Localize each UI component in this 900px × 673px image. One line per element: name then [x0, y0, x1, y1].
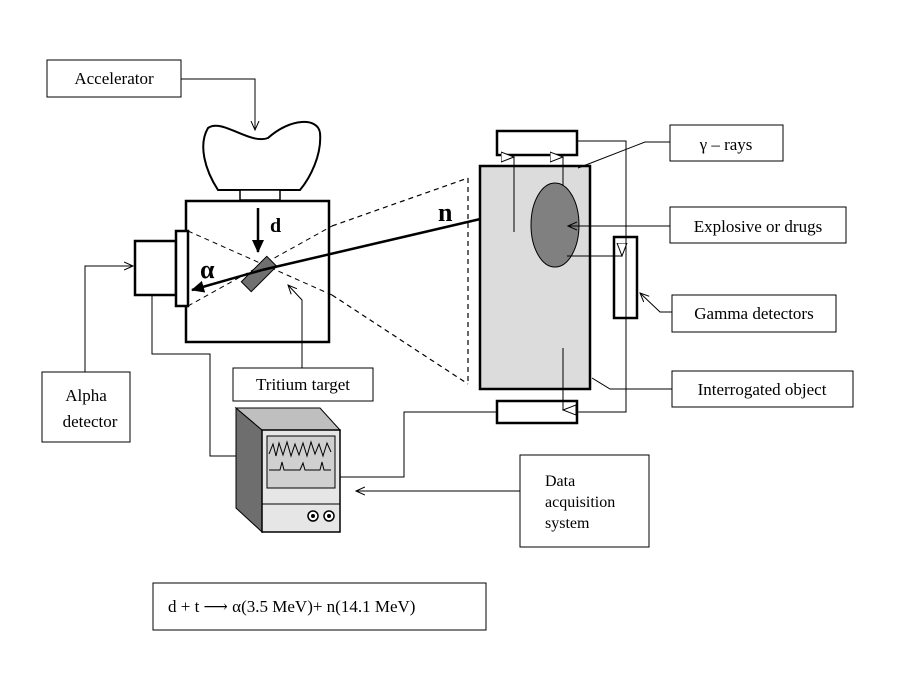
- monitor-waveform-top: [268, 440, 332, 458]
- gamma-cable-left: [340, 411, 497, 478]
- neutron-symbol: n: [438, 198, 453, 227]
- alpha-detector-label: Alpha detector: [41, 371, 131, 443]
- explosive-label-text: Explosive or drugs: [694, 217, 822, 236]
- cone-line-outer-bottom: [331, 294, 469, 385]
- daq-label-line1: Data: [545, 473, 575, 490]
- daq-label-line3: system: [545, 515, 590, 532]
- daq-label-line2: acquisition: [545, 494, 615, 511]
- gamma-rays-pointer: [577, 141, 670, 169]
- alpha-detector-pointer: [84, 266, 133, 372]
- cone-line-outer-top: [331, 177, 469, 227]
- tritium-target-label: Tritium target: [232, 367, 374, 402]
- explosive-region: [530, 182, 580, 268]
- tritium-pointer: [288, 285, 303, 368]
- alpha-cable: [151, 296, 248, 457]
- accelerator-label-text: Accelerator: [74, 69, 154, 88]
- gamma-detectors-pointer: [640, 293, 672, 313]
- alpha-detector-label-line1: Alpha: [65, 386, 107, 405]
- daq-label: Data acquisition system: [519, 454, 650, 548]
- interrogated-object-pointer: [591, 377, 672, 390]
- accelerator-body: [202, 120, 322, 191]
- alpha-detector-label-line2: detector: [63, 412, 118, 431]
- explosive-label: Explosive or drugs: [669, 206, 847, 244]
- reaction-equation-box: d + t ⟶ α(3.5 MeV)+ n(14.1 MeV): [152, 582, 487, 631]
- gamma-detector-top: [495, 129, 579, 157]
- interrogated-object-label-text: Interrogated object: [698, 380, 827, 399]
- alpha-detector-block: [133, 239, 178, 297]
- gamma-detectors-label-text: Gamma detectors: [694, 304, 813, 323]
- gamma-rays-label-text: γ – rays: [699, 135, 753, 154]
- alpha-symbol: α: [200, 255, 215, 284]
- gamma-cable-right: [577, 140, 627, 413]
- accelerator-neck: [239, 189, 281, 201]
- accelerator-pointer: [181, 78, 255, 130]
- tritium-target-label-text: Tritium target: [256, 375, 350, 394]
- daq-monitor: [234, 406, 342, 534]
- gamma-detector-bottom: [495, 399, 579, 425]
- tritium-target: [240, 255, 278, 293]
- gamma-detectors-label: Gamma detectors: [671, 294, 837, 333]
- interrogated-object-label: Interrogated object: [671, 370, 854, 408]
- monitor-screen: [266, 435, 336, 489]
- gamma-rays-label: γ – rays: [669, 124, 784, 162]
- alpha-path-arrow: [191, 268, 263, 293]
- monitor-waveform-bottom: [269, 461, 331, 471]
- accelerator-label: Accelerator: [46, 59, 182, 98]
- alpha-detector-plate: [174, 229, 190, 308]
- reaction-equation-text: d + t ⟶ α(3.5 MeV)+ n(14.1 MeV): [168, 597, 415, 616]
- deuteron-symbol: d: [270, 215, 281, 237]
